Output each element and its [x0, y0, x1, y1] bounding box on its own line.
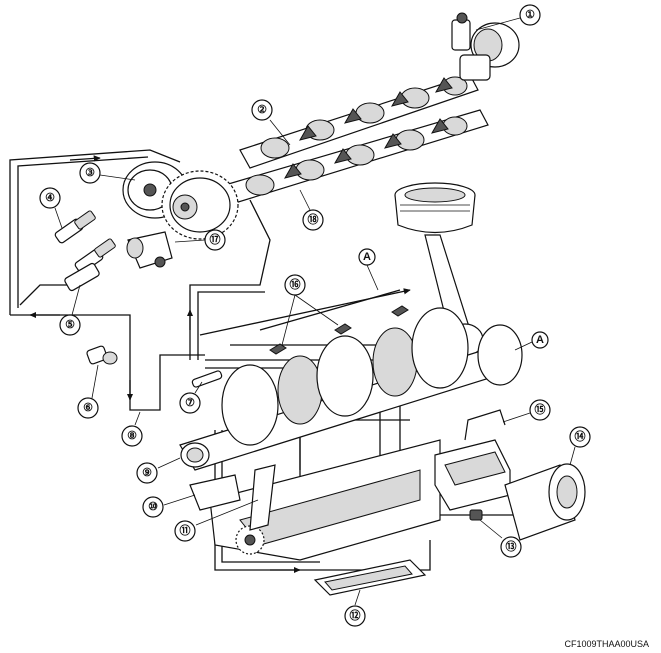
callouts: ① ② ③ ④ ⑤ ⑥ ⑦ ⑧ ⑨ ⑩ ⑪ ⑫	[39, 4, 591, 627]
callout-11: ⑪	[180, 523, 191, 537]
oil-control-valves	[54, 210, 116, 292]
callout-17: ⑰	[210, 232, 221, 246]
callout-3: ③	[85, 167, 95, 179]
fuel-pump	[451, 12, 520, 81]
callout-14: ⑭	[575, 429, 586, 443]
callout-12: ⑫	[350, 608, 361, 622]
intake-camshaft	[239, 74, 479, 169]
callout-8: ⑧	[127, 430, 137, 442]
callout-6: ⑥	[83, 402, 93, 414]
reference-letter-a-right: A	[536, 334, 544, 346]
callout-7: ⑦	[185, 397, 195, 409]
callout-2: ②	[257, 104, 267, 116]
chain-tensioner	[126, 231, 173, 269]
lower-block	[189, 439, 441, 561]
callout-1-circle	[519, 4, 541, 26]
callout-9: ⑨	[142, 467, 152, 479]
oil-filter	[504, 463, 586, 541]
oil-cooler	[434, 409, 511, 511]
figure-code: CF1009THAA00USA	[564, 639, 649, 649]
exhaust-camshaft	[224, 109, 489, 204]
callout-4: ④	[45, 192, 55, 204]
oil-jets	[269, 305, 409, 355]
oil-pressure-switch	[86, 345, 118, 365]
callout-13: ⑬	[506, 539, 517, 553]
reference-letter-a-upper: A	[363, 251, 371, 263]
callout-18: ⑱	[308, 212, 319, 226]
oil-pump-drive	[249, 464, 276, 531]
oil-strainer	[191, 370, 223, 388]
callout-5: ⑤	[65, 319, 75, 331]
relief-valve	[469, 509, 483, 521]
oil-pan-strainer	[313, 559, 427, 596]
callout-15: ⑮	[535, 402, 546, 416]
callout-1: ①	[525, 9, 535, 21]
callout-10: ⑩	[148, 501, 158, 513]
valve-timing-sprocket	[122, 161, 239, 240]
crankshaft	[179, 307, 523, 471]
callout-16: ⑯	[290, 277, 301, 291]
